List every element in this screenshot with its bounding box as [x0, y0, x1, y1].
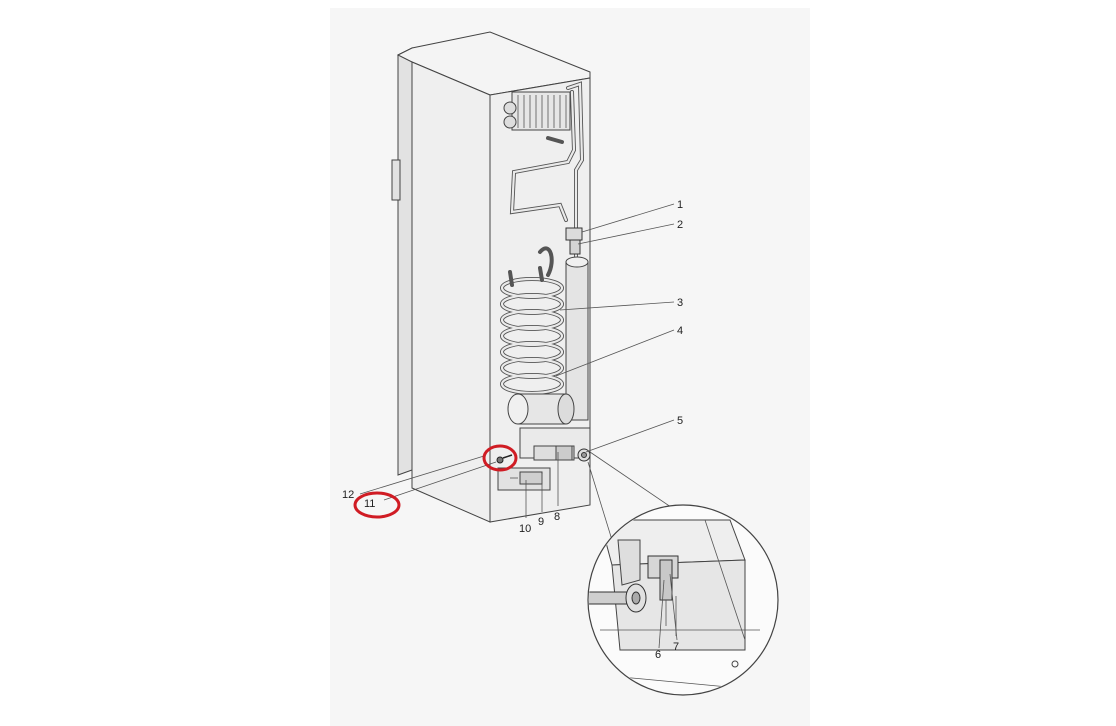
- absorber-vessel: [507, 393, 575, 425]
- door-hinge: [391, 159, 401, 201]
- callout-9: 9: [538, 516, 544, 528]
- highlight-callout-11-ellipse: [353, 491, 401, 519]
- callout-10: 10: [519, 523, 531, 535]
- condenser-fins: [503, 91, 571, 131]
- detail-magnifier: [587, 504, 779, 696]
- highlight-marks: [353, 444, 518, 519]
- highlight-screw-ellipse: [482, 444, 518, 472]
- cooling-unit: [496, 81, 591, 491]
- callout-11: 11: [364, 498, 375, 510]
- callout-2: 2: [677, 219, 683, 231]
- callout-1: 1: [677, 199, 683, 211]
- screw-near-burner: [496, 454, 513, 464]
- zoom-leader-bottom: [587, 461, 613, 541]
- callout-labels: 1 2 3 4 5 6 7 8 9 10 11 12: [342, 199, 683, 661]
- cabinet-door-edge: [397, 47, 413, 476]
- callout-6: 6: [655, 649, 661, 661]
- refrigerant-piping: [509, 81, 585, 270]
- callout-3: 3: [677, 297, 683, 309]
- connector-item-2: [569, 239, 581, 255]
- callout-4: 4: [677, 325, 683, 337]
- valve-item-1: [565, 227, 583, 241]
- callout-5: 5: [677, 415, 683, 427]
- boiler-tube: [565, 256, 589, 421]
- callout-7: 7: [673, 641, 679, 653]
- cabinet-side-panel: [411, 61, 491, 523]
- absorber-coil: [500, 246, 564, 395]
- callout-12: 12: [342, 489, 354, 501]
- callout-leaders: [359, 203, 678, 649]
- callout-8: 8: [554, 511, 560, 523]
- burner-housing: [497, 427, 591, 491]
